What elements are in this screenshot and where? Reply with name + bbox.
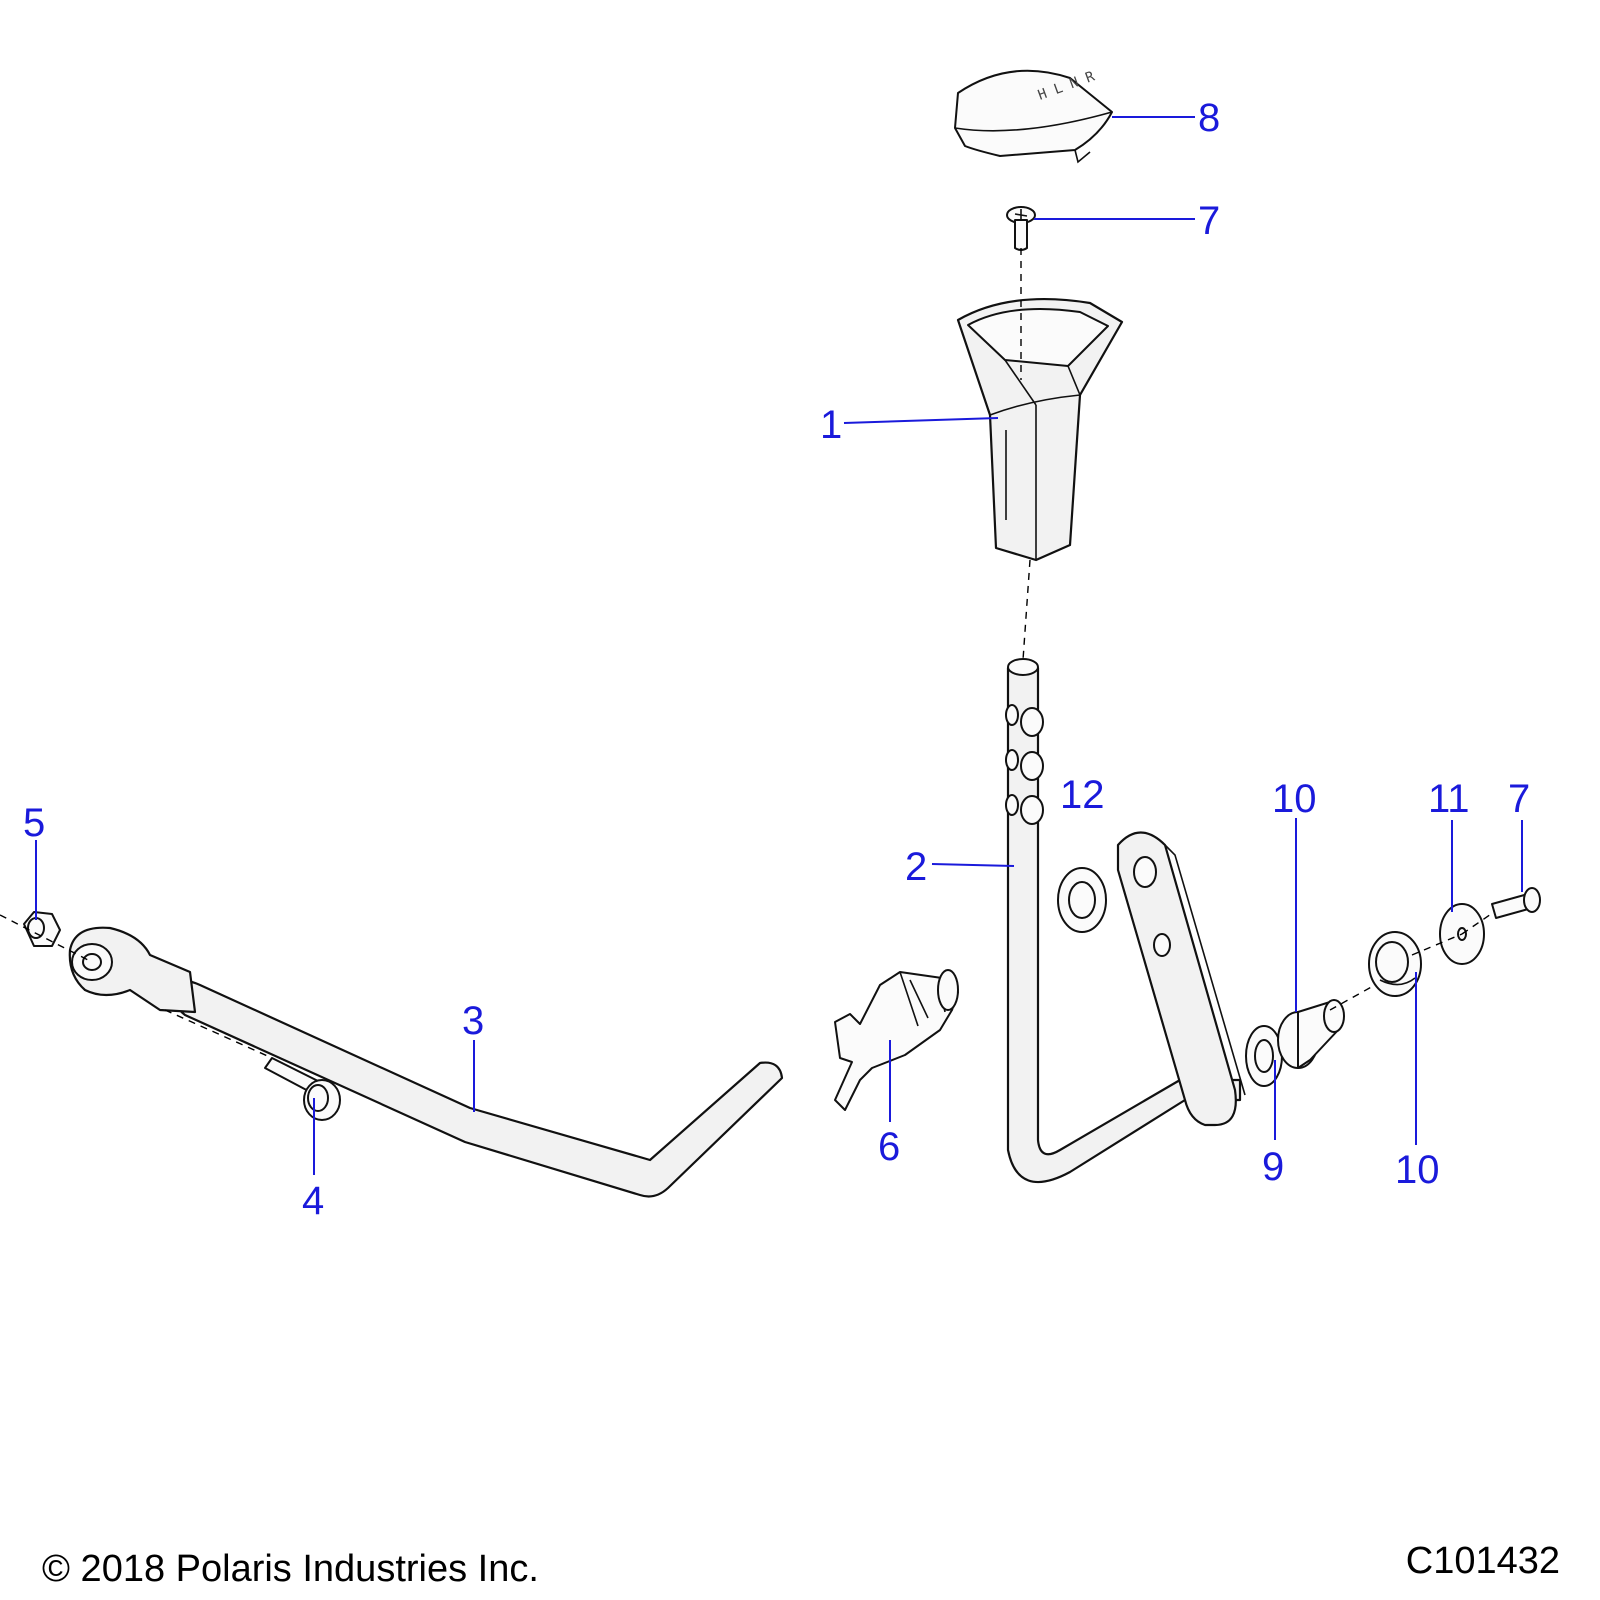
part-7-screw-right bbox=[1491, 887, 1541, 919]
callouts: 8 7 1 2 12 10 11 7 5 3 4 6 9 10 bbox=[23, 96, 1530, 1223]
leader-lines bbox=[35, 116, 1523, 1175]
callout-10-top: 10 bbox=[1272, 777, 1317, 821]
part-1-knob-body bbox=[956, 298, 1124, 562]
callout-9: 9 bbox=[1262, 1145, 1284, 1189]
drawing-id: C101432 bbox=[1405, 1540, 1560, 1582]
callout-7-top: 7 bbox=[1198, 199, 1220, 243]
part-5-nut bbox=[23, 911, 61, 947]
part-8-knob-cap: H L N R bbox=[954, 68, 1113, 164]
part-7-screw-top bbox=[1006, 206, 1036, 251]
part-6-clip bbox=[834, 969, 959, 1111]
callout-4: 4 bbox=[302, 1179, 324, 1223]
callout-2: 2 bbox=[905, 845, 927, 889]
callout-11: 11 bbox=[1428, 777, 1470, 821]
callout-3: 3 bbox=[462, 999, 484, 1043]
assembly-lines bbox=[0, 248, 1495, 1059]
callout-6: 6 bbox=[878, 1125, 900, 1169]
part-9-washer bbox=[1245, 1025, 1283, 1087]
part-10-bushing-left bbox=[1277, 999, 1345, 1069]
callout-7-right: 7 bbox=[1508, 777, 1530, 821]
part-2-shift-lever bbox=[1005, 658, 1246, 1184]
callout-8: 8 bbox=[1198, 96, 1220, 140]
callout-12: 12 bbox=[1060, 773, 1105, 817]
callout-1: 1 bbox=[820, 403, 842, 447]
callout-10-bottom: 10 bbox=[1395, 1148, 1440, 1192]
callout-5: 5 bbox=[23, 801, 45, 845]
part-12-washer bbox=[1057, 867, 1107, 933]
part-3-shift-rod bbox=[68, 926, 784, 1198]
copyright-notice: © 2018 Polaris Industries Inc. bbox=[42, 1548, 539, 1590]
part-10-bushing-right bbox=[1368, 931, 1422, 997]
